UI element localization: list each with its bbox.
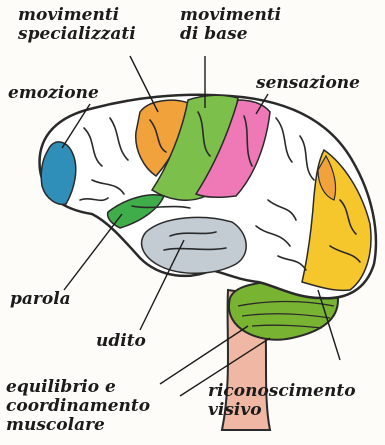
label-specialized-movements: movimenti specializzati (18, 6, 136, 44)
label-emotion: emozione (8, 84, 99, 103)
label-balance: equilibrio e coordinamento muscolare (6, 378, 150, 435)
emotion-region (41, 142, 76, 204)
label-sensation: sensazione (256, 74, 360, 93)
label-basic-movements: movimenti di base (180, 6, 281, 44)
label-hearing: udito (96, 332, 146, 351)
label-speech: parola (10, 290, 71, 309)
hearing-region (142, 217, 247, 273)
label-visual-recognition: riconoscimento visivo (208, 382, 356, 420)
